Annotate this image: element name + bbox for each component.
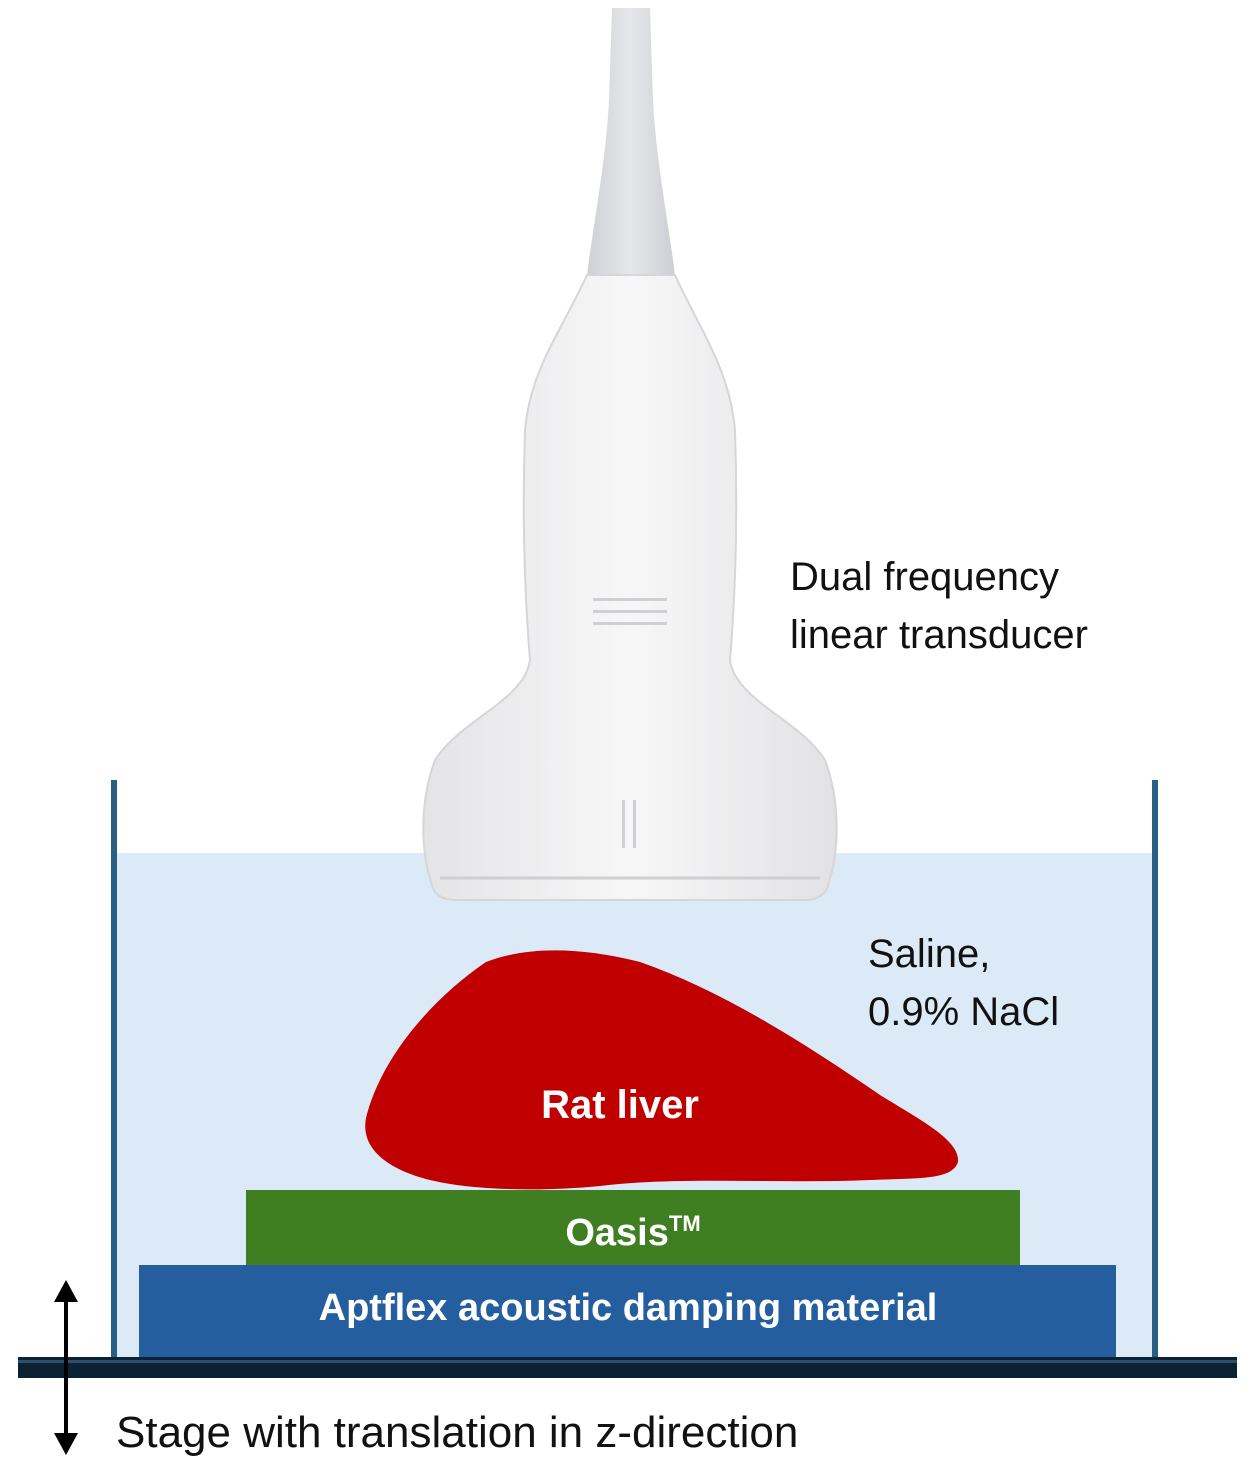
- aptflex-label: Aptflex acoustic damping material: [318, 1287, 938, 1329]
- rat-liver-label: Rat liver: [541, 1083, 699, 1127]
- transducer-center-mark: [633, 800, 636, 848]
- tank-right-wall: [1152, 780, 1158, 1360]
- saline-label: Saline, 0.9% NaCl: [868, 925, 1059, 1041]
- aptflex-layer: [139, 1265, 1116, 1357]
- transducer-label: Dual frequency linear transducer: [790, 548, 1088, 664]
- oasis-label-text: Oasis: [565, 1212, 669, 1254]
- ultrasound-transducer: [422, 8, 838, 901]
- rat-liver-shape: [365, 950, 959, 1190]
- tank-left-wall: [111, 780, 117, 1360]
- transducer-grip-line: [593, 622, 667, 625]
- saline-label-line1: Saline,: [868, 932, 991, 976]
- transducer-label-line1: Dual frequency: [790, 555, 1060, 599]
- oasis-label: OasisTM: [246, 1198, 1020, 1259]
- stage-bar-highlight: [18, 1360, 1237, 1363]
- transducer-label-line2: linear transducer: [790, 613, 1088, 657]
- oasis-layer: [246, 1190, 1020, 1265]
- oasis-trademark: TM: [668, 1211, 701, 1236]
- transducer-grip-line: [593, 598, 667, 601]
- transducer-center-mark: [622, 800, 625, 848]
- transducer-neck: [587, 8, 675, 275]
- stage-label: Stage with translation in z-direction: [116, 1408, 799, 1457]
- double-headed-vertical-arrow-icon: [54, 1280, 78, 1455]
- transducer-grip-line: [593, 610, 667, 613]
- transducer-body: [422, 274, 838, 901]
- saline-label-line2: 0.9% NaCl: [868, 990, 1060, 1034]
